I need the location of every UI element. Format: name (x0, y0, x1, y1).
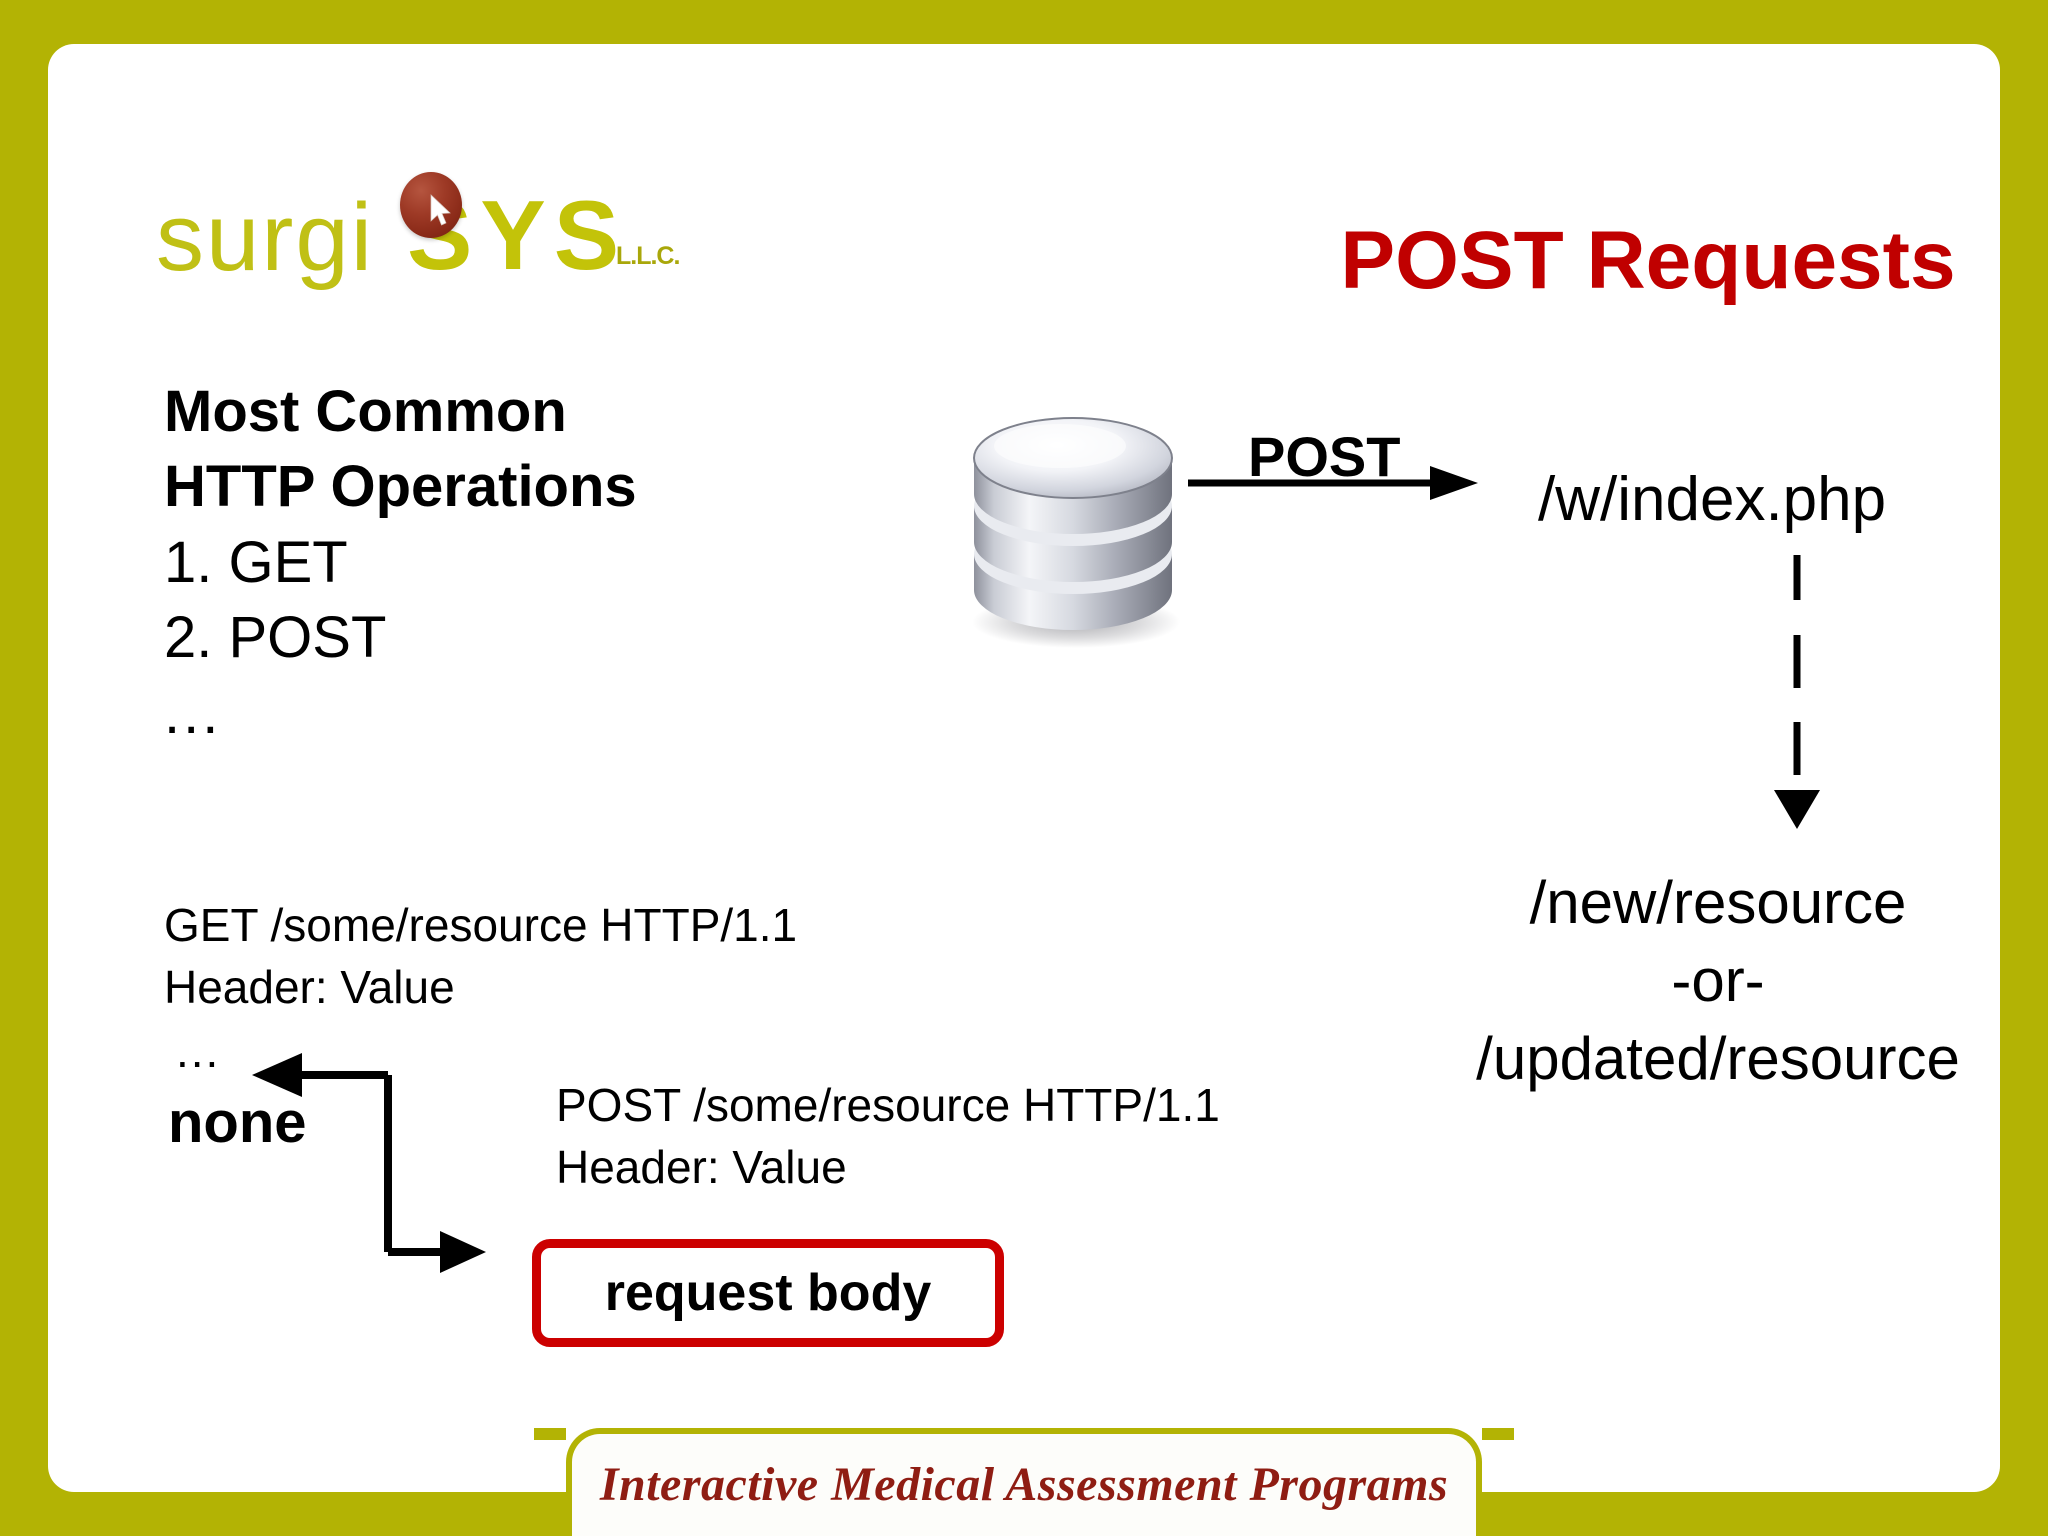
result-new-resource: /new/resource (1529, 869, 1907, 936)
post-header-line: Header: Value (556, 1141, 847, 1194)
logo-llc-suffix: L.L.C. (616, 242, 680, 270)
ops-ellipsis: ... (164, 680, 222, 746)
post-request-example: POST /some/resource HTTP/1.1 Header: Val… (556, 1074, 1356, 1198)
footer-tab-shoulder-right (1482, 1428, 1514, 1440)
ops-list-item-get: 1. GET (164, 529, 348, 595)
post-flow-label: POST (1248, 425, 1401, 488)
get-request-example: GET /some/resource HTTP/1.1 Header: Valu… (164, 894, 964, 1018)
ops-heading-line2: HTTP Operations (164, 454, 637, 520)
post-request-line: POST /some/resource HTTP/1.1 (556, 1079, 1220, 1131)
get-example-ellipsis: ... (176, 1025, 221, 1077)
slide-canvas: surgi SYS L.L.C. POST Requests Most Comm… (48, 44, 2000, 1492)
database-cylinder-icon (948, 394, 1198, 654)
page-title: POST Requests (1340, 215, 1956, 306)
result-updated-resource: /updated/resource (1476, 1025, 1960, 1092)
get-header-line: Header: Value (164, 961, 455, 1014)
ops-list-item-post: 2. POST (164, 605, 387, 671)
request-body-label: request body (604, 1264, 932, 1322)
surgisys-logo: surgi SYS L.L.C. (156, 172, 716, 302)
footer-tagline: Interactive Medical Assessment Programs (599, 1458, 1449, 1511)
http-operations-block: Most Common HTTP Operations 1. GET 2. PO… (164, 374, 804, 751)
request-body-box: request body (532, 1239, 1004, 1347)
footer-tab-shoulder-left (534, 1428, 566, 1440)
result-resource-block: /new/resource -or- /updated/resource (1408, 864, 2028, 1098)
get-request-line: GET /some/resource HTTP/1.1 (164, 899, 798, 951)
logo-word-surgi: surgi (156, 184, 375, 291)
ops-heading-line1: Most Common (164, 379, 567, 444)
result-or-separator: -or- (1671, 947, 1765, 1014)
footer-tab: Interactive Medical Assessment Programs (566, 1428, 1482, 1536)
none-body-label: none (168, 1090, 307, 1155)
target-url-label: /w/index.php (1538, 465, 1887, 534)
cursor-arrow-icon (430, 194, 451, 226)
